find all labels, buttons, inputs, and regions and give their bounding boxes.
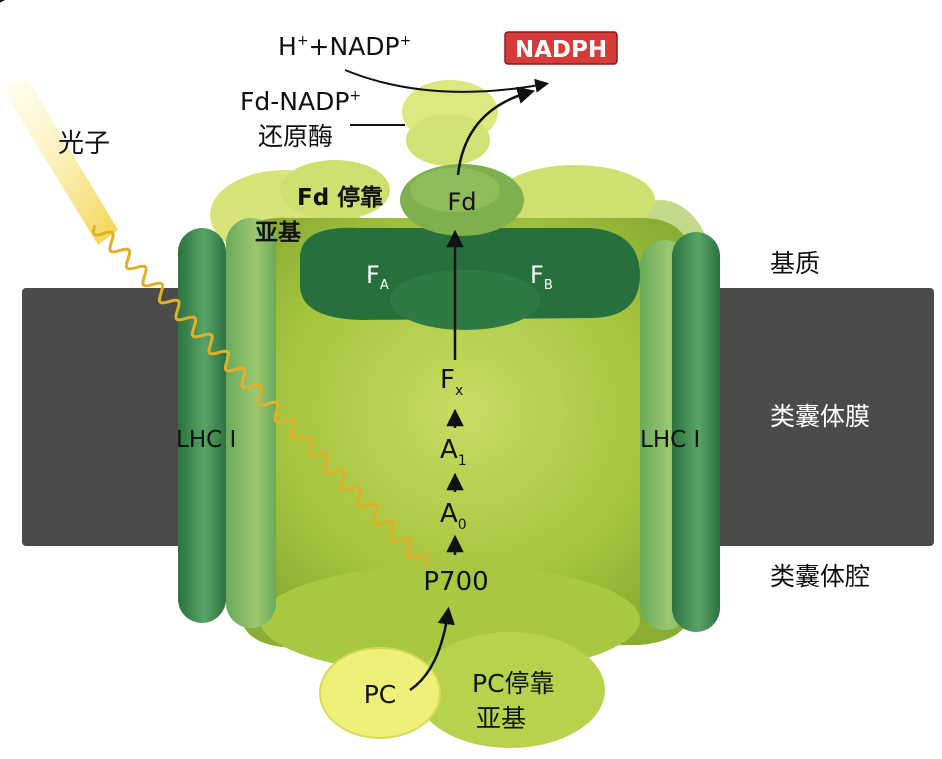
- fb-label: FB: [530, 261, 553, 293]
- photon-wave-path: [91, 224, 429, 566]
- thylakoid-membrane-label: 类囊体膜: [770, 402, 870, 431]
- fx-label: Fx: [440, 365, 463, 399]
- pc-label: PC: [364, 680, 397, 709]
- lhc-left-inner: [226, 218, 276, 628]
- fd-label: Fd: [447, 188, 476, 216]
- pc-dock-label-line1: PC停靠: [472, 669, 555, 698]
- fd-docking-subunit-lobe: [280, 160, 390, 220]
- photon-label: 光子: [58, 129, 110, 159]
- lhc-right-outer: [672, 232, 720, 632]
- stroma-label: 基质: [770, 249, 820, 278]
- lhc-right-label: LHC I: [640, 427, 700, 453]
- fnr-enzyme-lower: [406, 114, 490, 166]
- pc-docking-subunit: [415, 632, 605, 748]
- lhc-left-label: LHC I: [176, 427, 236, 453]
- lhc-left-outer: [178, 228, 226, 623]
- fa-label: FA: [366, 261, 389, 293]
- lumen-label: 类囊体腔: [770, 562, 870, 591]
- h-plus-nadp-label: H++NADP+: [278, 32, 411, 61]
- pc-plastocyanin: [319, 647, 441, 739]
- photon-beam: [0, 80, 118, 245]
- a1-label: A1: [440, 435, 467, 469]
- arrow-fd-to-fnr: [456, 86, 536, 176]
- fd-ferredoxin-highlight: [410, 168, 500, 212]
- a0-label: A0: [440, 499, 467, 533]
- pc-dock-label-line2: 亚基: [476, 704, 526, 733]
- nadph-box: [504, 31, 618, 65]
- p700-label: P700: [423, 567, 488, 597]
- psi-core: [240, 217, 690, 648]
- fd-dock-label-line1: Fd 停靠: [297, 184, 383, 211]
- arrow-pc-curve: [409, 606, 455, 692]
- arrow-nadp-reaction: [344, 69, 550, 93]
- fnr-label-line2: 还原酶: [258, 122, 333, 151]
- nadph-label: NADPH: [515, 37, 607, 63]
- right-top-subunit: [495, 165, 655, 235]
- fa-fb-center-bump: [390, 270, 540, 330]
- fd-dock-label-line2: 亚基: [255, 220, 302, 246]
- fnr-label-line1: Fd-NADP+: [240, 87, 361, 116]
